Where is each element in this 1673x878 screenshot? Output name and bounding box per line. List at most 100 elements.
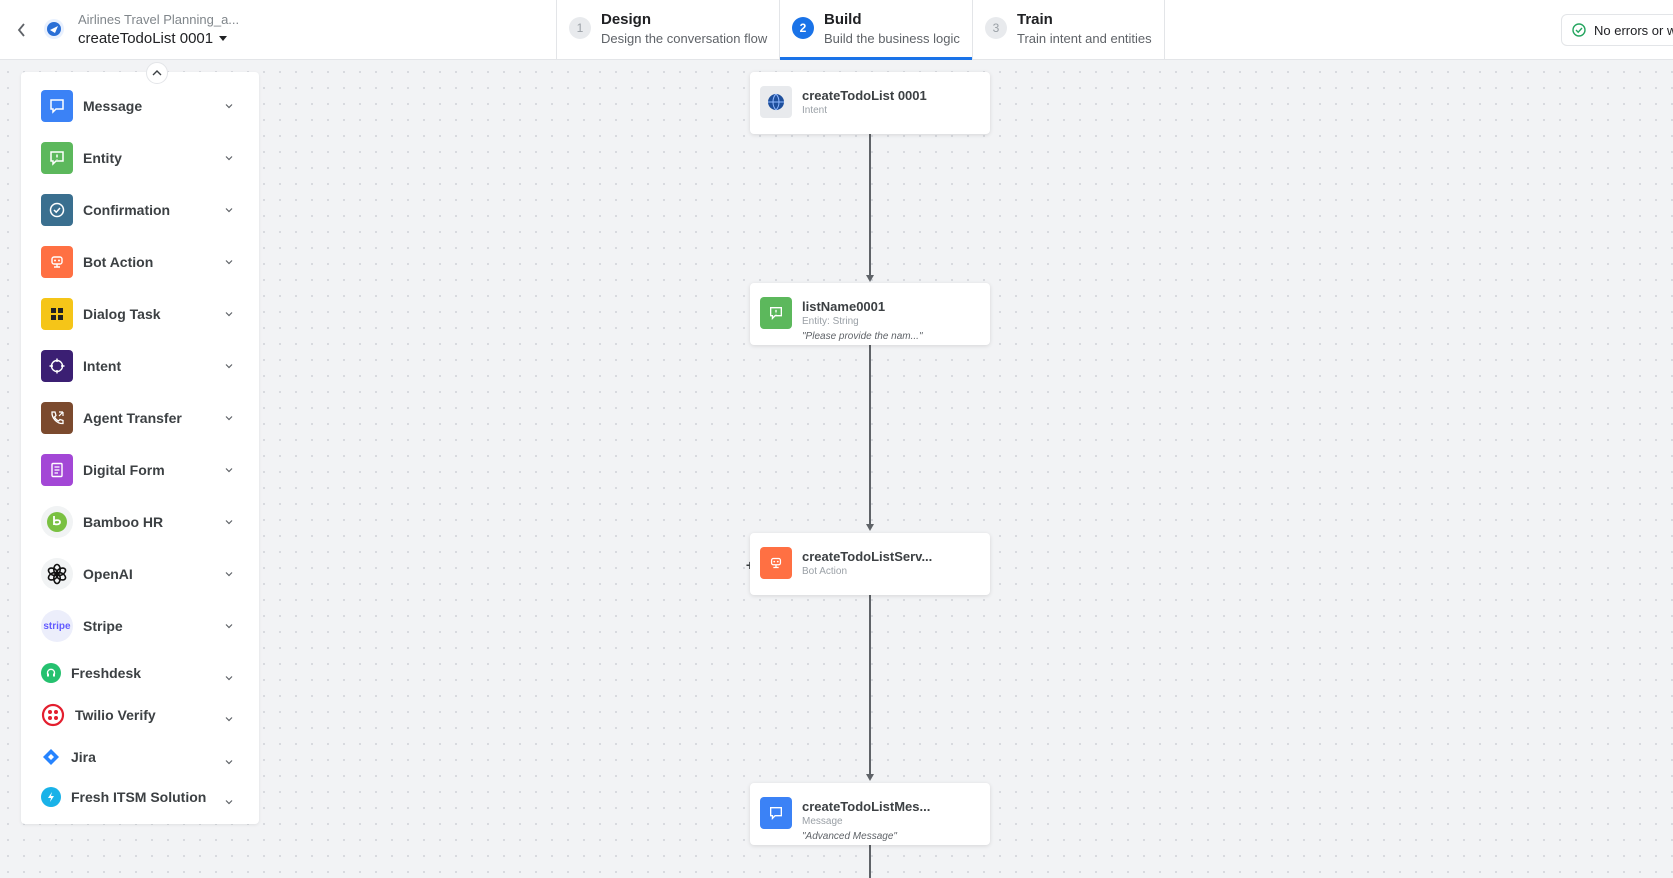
bot-action-icon [760, 547, 792, 579]
message-icon [760, 797, 792, 829]
validation-status-badge[interactable]: No errors or w [1561, 14, 1673, 46]
palette-item-label: Message [83, 98, 143, 114]
palette-item-label: Agent Transfer [83, 410, 182, 426]
chevron-down-icon[interactable] [225, 518, 233, 526]
chevron-left-icon [17, 22, 25, 37]
step-subtitle: Design the conversation flow [601, 31, 768, 46]
palette-item-label: Entity [83, 150, 122, 166]
flow-node-title: createTodoListMes... [802, 799, 931, 814]
flow-node-type: Entity: String [802, 316, 859, 327]
chevron-down-icon[interactable] [225, 258, 233, 266]
flow-node-message[interactable]: createTodoListMes... Message "Advanced M… [750, 783, 990, 845]
stripe-logo-text: stripe [43, 620, 71, 632]
chevron-down-icon[interactable] [225, 310, 233, 318]
connector-line [869, 134, 871, 280]
back-button[interactable] [0, 0, 44, 59]
twilio-icon [41, 703, 65, 727]
palette-item-label: Fresh ITSM Solution [71, 789, 207, 805]
flow-node-type: Intent [802, 105, 828, 116]
caret-down-icon [219, 36, 228, 41]
chevron-down-icon[interactable] [225, 154, 233, 162]
chevron-down-icon[interactable] [225, 570, 233, 578]
palette-item-label: Intent [83, 358, 122, 374]
chevron-up-icon [152, 70, 162, 76]
palette-item-label: Freshdesk [71, 665, 142, 681]
palette-item-bamboo-hr[interactable]: Bamboo HR [41, 505, 239, 539]
title-block: Airlines Travel Planning_a... createTodo… [78, 0, 556, 59]
connector-line [869, 345, 871, 529]
phone-icon [41, 402, 73, 434]
step-number: 3 [985, 17, 1007, 39]
dialog-task-icon [41, 298, 73, 330]
entity-icon [41, 142, 73, 174]
palette-item-label: Dialog Task [83, 306, 161, 322]
palette-item-label: Bot Action [83, 254, 154, 270]
chevron-down-icon[interactable] [225, 414, 233, 422]
connector-arrow [866, 524, 874, 531]
step-number: 1 [569, 17, 591, 39]
form-icon [41, 454, 73, 486]
palette-item-label: Stripe [83, 618, 123, 634]
status-text: No errors or w [1594, 22, 1673, 38]
tab-build[interactable]: 2 Build Build the business logic [780, 0, 973, 60]
palette-item-label: Twilio Verify [75, 707, 156, 723]
flow-node-prompt: "Advanced Message" [802, 831, 897, 842]
crosshair-icon [41, 350, 73, 382]
step-title: Build [824, 11, 862, 28]
palette-item-entity[interactable]: Entity [41, 141, 239, 175]
connector-line [869, 595, 871, 779]
connector-arrow [866, 774, 874, 781]
palette-item-dialog-task[interactable]: Dialog Task [41, 297, 239, 331]
top-header: Airlines Travel Planning_a... createTodo… [0, 0, 1673, 60]
chevron-down-icon[interactable] [225, 206, 233, 214]
step-subtitle: Train intent and entities [1017, 31, 1152, 46]
chevron-down-icon[interactable] [225, 715, 233, 723]
connector-line [869, 845, 871, 878]
palette-item-digital-form[interactable]: Digital Form [41, 453, 239, 487]
flow-node-title: createTodoList 0001 [802, 88, 927, 103]
palette-item-message[interactable]: Message [41, 89, 239, 123]
app-name: Airlines Travel Planning_a... [78, 12, 240, 27]
flow-node-intent[interactable]: createTodoList 0001 Intent [750, 72, 990, 134]
entity-icon [760, 297, 792, 329]
palette-item-jira[interactable]: Jira [41, 740, 239, 774]
flow-node-type: Message [802, 816, 843, 827]
flow-node-prompt: "Please provide the nam..." [802, 331, 923, 342]
chevron-down-icon[interactable] [225, 758, 233, 766]
collapse-palette-button[interactable] [146, 62, 168, 84]
chevron-down-icon[interactable] [225, 798, 233, 806]
check-circle-icon [1572, 23, 1586, 37]
check-circle-icon [41, 194, 73, 226]
openai-icon [41, 558, 73, 590]
flow-node-title: createTodoListServ... [802, 549, 933, 564]
step-number: 2 [792, 17, 814, 39]
stripe-icon: stripe [41, 610, 73, 642]
palette-item-label: Confirmation [83, 202, 171, 218]
palette-item-bot-action[interactable]: Bot Action [41, 245, 239, 279]
palette-item-freshdesk[interactable]: Freshdesk [41, 656, 239, 690]
chevron-down-icon[interactable] [225, 674, 233, 682]
chevron-down-icon[interactable] [225, 466, 233, 474]
palette-item-openai[interactable]: OpenAI [41, 557, 239, 591]
palette-item-fresh-itsm[interactable]: Fresh ITSM Solution [41, 780, 239, 814]
flow-node-entity[interactable]: listName0001 Entity: String "Please prov… [750, 283, 990, 345]
bamboo-hr-icon [41, 506, 73, 538]
flow-node-title: listName0001 [802, 299, 886, 314]
palette-item-label: Bamboo HR [83, 514, 164, 530]
palette-item-twilio-verify[interactable]: Twilio Verify [41, 698, 239, 732]
flow-node-bot-action[interactable]: createTodoListServ... Bot Action [750, 533, 990, 595]
flow-node-type: Bot Action [802, 566, 848, 577]
palette-item-agent-transfer[interactable]: Agent Transfer [41, 401, 239, 435]
tab-design[interactable]: 1 Design Design the conversation flow [557, 0, 780, 59]
tab-train[interactable]: 3 Train Train intent and entities [973, 0, 1165, 59]
palette-item-intent[interactable]: Intent [41, 349, 239, 383]
dialog-selector[interactable]: createTodoList 0001 [78, 30, 556, 47]
intent-globe-icon [760, 86, 792, 118]
chevron-down-icon[interactable] [225, 362, 233, 370]
palette-item-stripe[interactable]: stripe Stripe [41, 609, 239, 643]
chevron-down-icon[interactable] [225, 622, 233, 630]
chevron-down-icon[interactable] [225, 102, 233, 110]
step-title: Design [601, 11, 652, 28]
bot-logo-icon [44, 19, 64, 39]
palette-item-confirmation[interactable]: Confirmation [41, 193, 239, 227]
